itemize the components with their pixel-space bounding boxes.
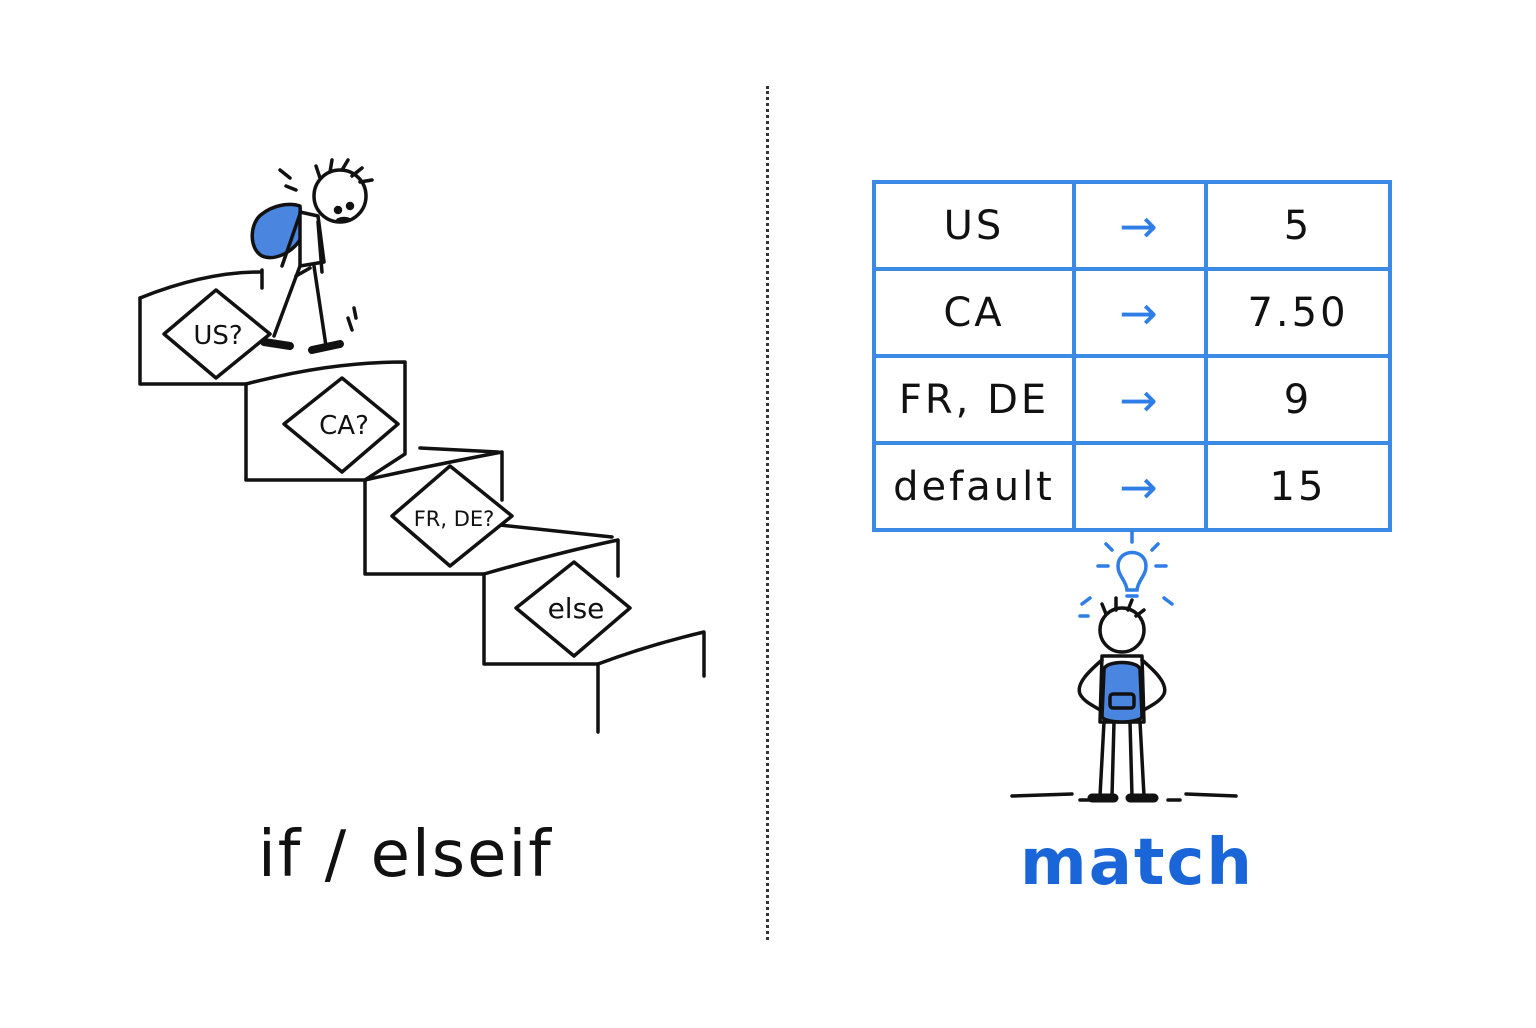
- table-row: default → 15: [872, 441, 1392, 532]
- caption-match: match: [1020, 826, 1254, 900]
- stair-step-2-tread: [244, 360, 407, 482]
- match-key: default: [872, 441, 1076, 532]
- step-label-else: else: [548, 592, 605, 625]
- stair-step-3-riser: [363, 478, 486, 576]
- stair-step-2-riser: [244, 382, 367, 482]
- match-value: 15: [1204, 441, 1392, 532]
- match-table: US → 5 CA → 7.50 FR, DE → 9 default →: [872, 180, 1392, 532]
- match-key: CA: [872, 267, 1076, 358]
- stair-landing-tread: [596, 630, 706, 678]
- table-row: CA → 7.50: [872, 267, 1392, 358]
- match-value: 7.50: [1204, 267, 1392, 358]
- decision-diamond-fr-de: [390, 464, 514, 568]
- stair-step-4-riser: [482, 572, 600, 666]
- decision-diamond-else: [514, 560, 632, 658]
- step-label-fr-de: FR, DE?: [414, 507, 495, 531]
- stair-edge-line: [418, 446, 500, 454]
- stair-edge-line: [498, 523, 614, 539]
- stair-step-1-riser: [138, 296, 248, 386]
- step-label-us: US?: [193, 321, 242, 351]
- table-row: US → 5: [872, 180, 1392, 271]
- decision-diamond-ca: [282, 376, 400, 474]
- standing-figure-drawing: [1010, 530, 1238, 803]
- match-key: US: [872, 180, 1076, 271]
- caption-if-elseif: if / elseif: [258, 818, 553, 892]
- stair-step-4-tread: [482, 538, 620, 578]
- match-value: 5: [1204, 180, 1392, 271]
- arrow-icon: →: [1072, 354, 1208, 445]
- stick-figure-climbing-icon: [250, 158, 374, 354]
- lightbulb-icon: [1078, 530, 1174, 618]
- dotted-divider: [766, 86, 769, 940]
- step-label-ca: CA?: [319, 411, 369, 441]
- arrow-icon: →: [1072, 267, 1208, 358]
- stick-figure-standing-icon: [1010, 596, 1238, 803]
- arrow-icon: →: [1072, 441, 1208, 532]
- left-panel-if-elseif: US? CA? FR, DE? else: [0, 0, 760, 1024]
- stair-step-1-tread: [138, 270, 262, 300]
- match-key: FR, DE: [872, 354, 1076, 445]
- decision-diamond-us: [162, 288, 272, 380]
- right-panel-match: US → 5 CA → 7.50 FR, DE → 9 default →: [776, 0, 1536, 1024]
- staircase-drawing: US? CA? FR, DE? else: [138, 158, 706, 734]
- table-row: FR, DE → 9: [872, 354, 1392, 445]
- match-value: 9: [1204, 354, 1392, 445]
- arrow-icon: →: [1072, 180, 1208, 271]
